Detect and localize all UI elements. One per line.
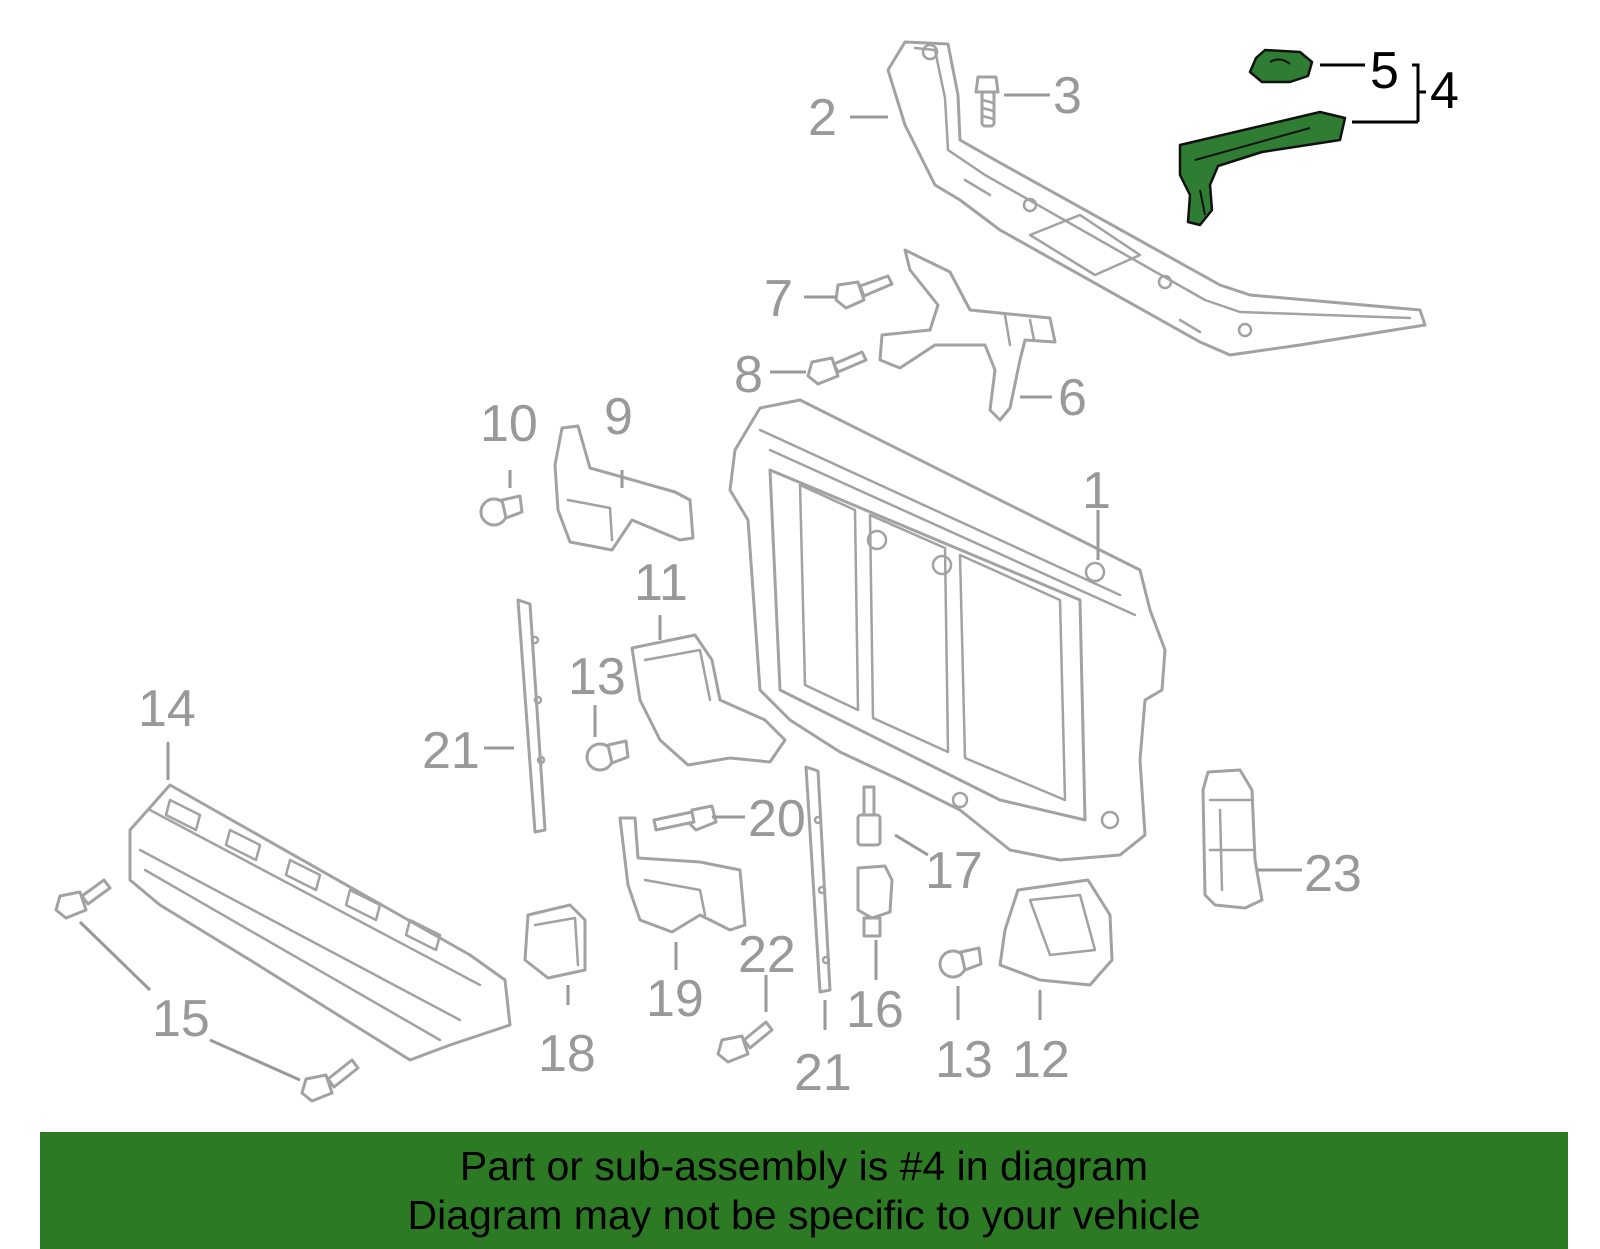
label-16: 16 bbox=[846, 981, 904, 1039]
part-17-switch bbox=[856, 785, 882, 847]
part-10-clip bbox=[479, 494, 524, 527]
part-13-clip-b bbox=[938, 946, 983, 979]
label-9: 9 bbox=[604, 388, 633, 446]
label-13b: 13 bbox=[935, 1031, 993, 1089]
part-21-strip-a bbox=[516, 598, 547, 834]
banner-line-part-info: Part or sub-assembly is #4 in diagram bbox=[459, 1143, 1149, 1189]
label-10: 10 bbox=[480, 395, 538, 453]
part-16-connector bbox=[856, 864, 894, 938]
part-15-bolt-b bbox=[300, 1058, 360, 1103]
label-22: 22 bbox=[738, 926, 796, 984]
label-5: 5 bbox=[1370, 42, 1399, 100]
part-13-clip-a bbox=[585, 739, 630, 772]
label-23: 23 bbox=[1304, 845, 1362, 903]
part-15-bolt-a bbox=[54, 878, 112, 920]
label-18: 18 bbox=[538, 1025, 596, 1083]
label-1: 1 bbox=[1082, 462, 1111, 520]
part-3-bolt bbox=[974, 75, 1000, 128]
part-2-upper-tie-bar bbox=[886, 40, 1427, 357]
label-14: 14 bbox=[138, 680, 196, 738]
part-14-lower-tie-bar bbox=[128, 783, 512, 1062]
part-8-bolt bbox=[806, 350, 868, 386]
part-4-highlighted-assembly bbox=[1178, 110, 1347, 227]
label-17: 17 bbox=[925, 842, 983, 900]
leader-lines-highlight bbox=[1320, 63, 1426, 124]
label-6: 6 bbox=[1058, 369, 1087, 427]
part-22-bolt bbox=[716, 1020, 774, 1064]
label-2: 2 bbox=[808, 89, 837, 147]
part-7-bolt bbox=[834, 274, 894, 310]
label-21b: 21 bbox=[794, 1044, 852, 1102]
label-15: 15 bbox=[152, 990, 210, 1048]
label-11: 11 bbox=[634, 554, 688, 612]
part-18-sensor bbox=[523, 903, 587, 980]
part-21-strip-b bbox=[804, 765, 832, 994]
part-11-deflector bbox=[630, 633, 787, 767]
part-23-bracket bbox=[1201, 768, 1264, 910]
part-1-radiator-support bbox=[728, 398, 1167, 862]
label-13a: 13 bbox=[568, 648, 626, 706]
part-20-bolt bbox=[652, 804, 718, 832]
label-20: 20 bbox=[748, 790, 806, 848]
label-4: 4 bbox=[1430, 62, 1459, 120]
label-8: 8 bbox=[734, 346, 763, 404]
banner-line-disclaimer: Diagram may not be specific to your vehi… bbox=[407, 1192, 1201, 1238]
part-19-bracket bbox=[618, 816, 747, 934]
label-3: 3 bbox=[1053, 67, 1082, 125]
label-7: 7 bbox=[764, 270, 793, 328]
part-5-highlighted-bracket bbox=[1248, 48, 1314, 84]
label-19: 19 bbox=[646, 970, 704, 1028]
info-banner: Part or sub-assembly is #4 in diagram Di… bbox=[40, 1132, 1568, 1249]
part-9-air-guide bbox=[553, 424, 695, 552]
part-12-air-guide bbox=[998, 878, 1114, 987]
part-labels: 1 2 3 4 5 6 7 8 9 10 11 12 13 13 14 15 1… bbox=[138, 42, 1459, 1102]
part-6-bracket bbox=[878, 248, 1057, 422]
label-12: 12 bbox=[1012, 1031, 1070, 1089]
label-21a: 21 bbox=[422, 722, 480, 780]
leader-lines bbox=[78, 93, 1302, 1082]
